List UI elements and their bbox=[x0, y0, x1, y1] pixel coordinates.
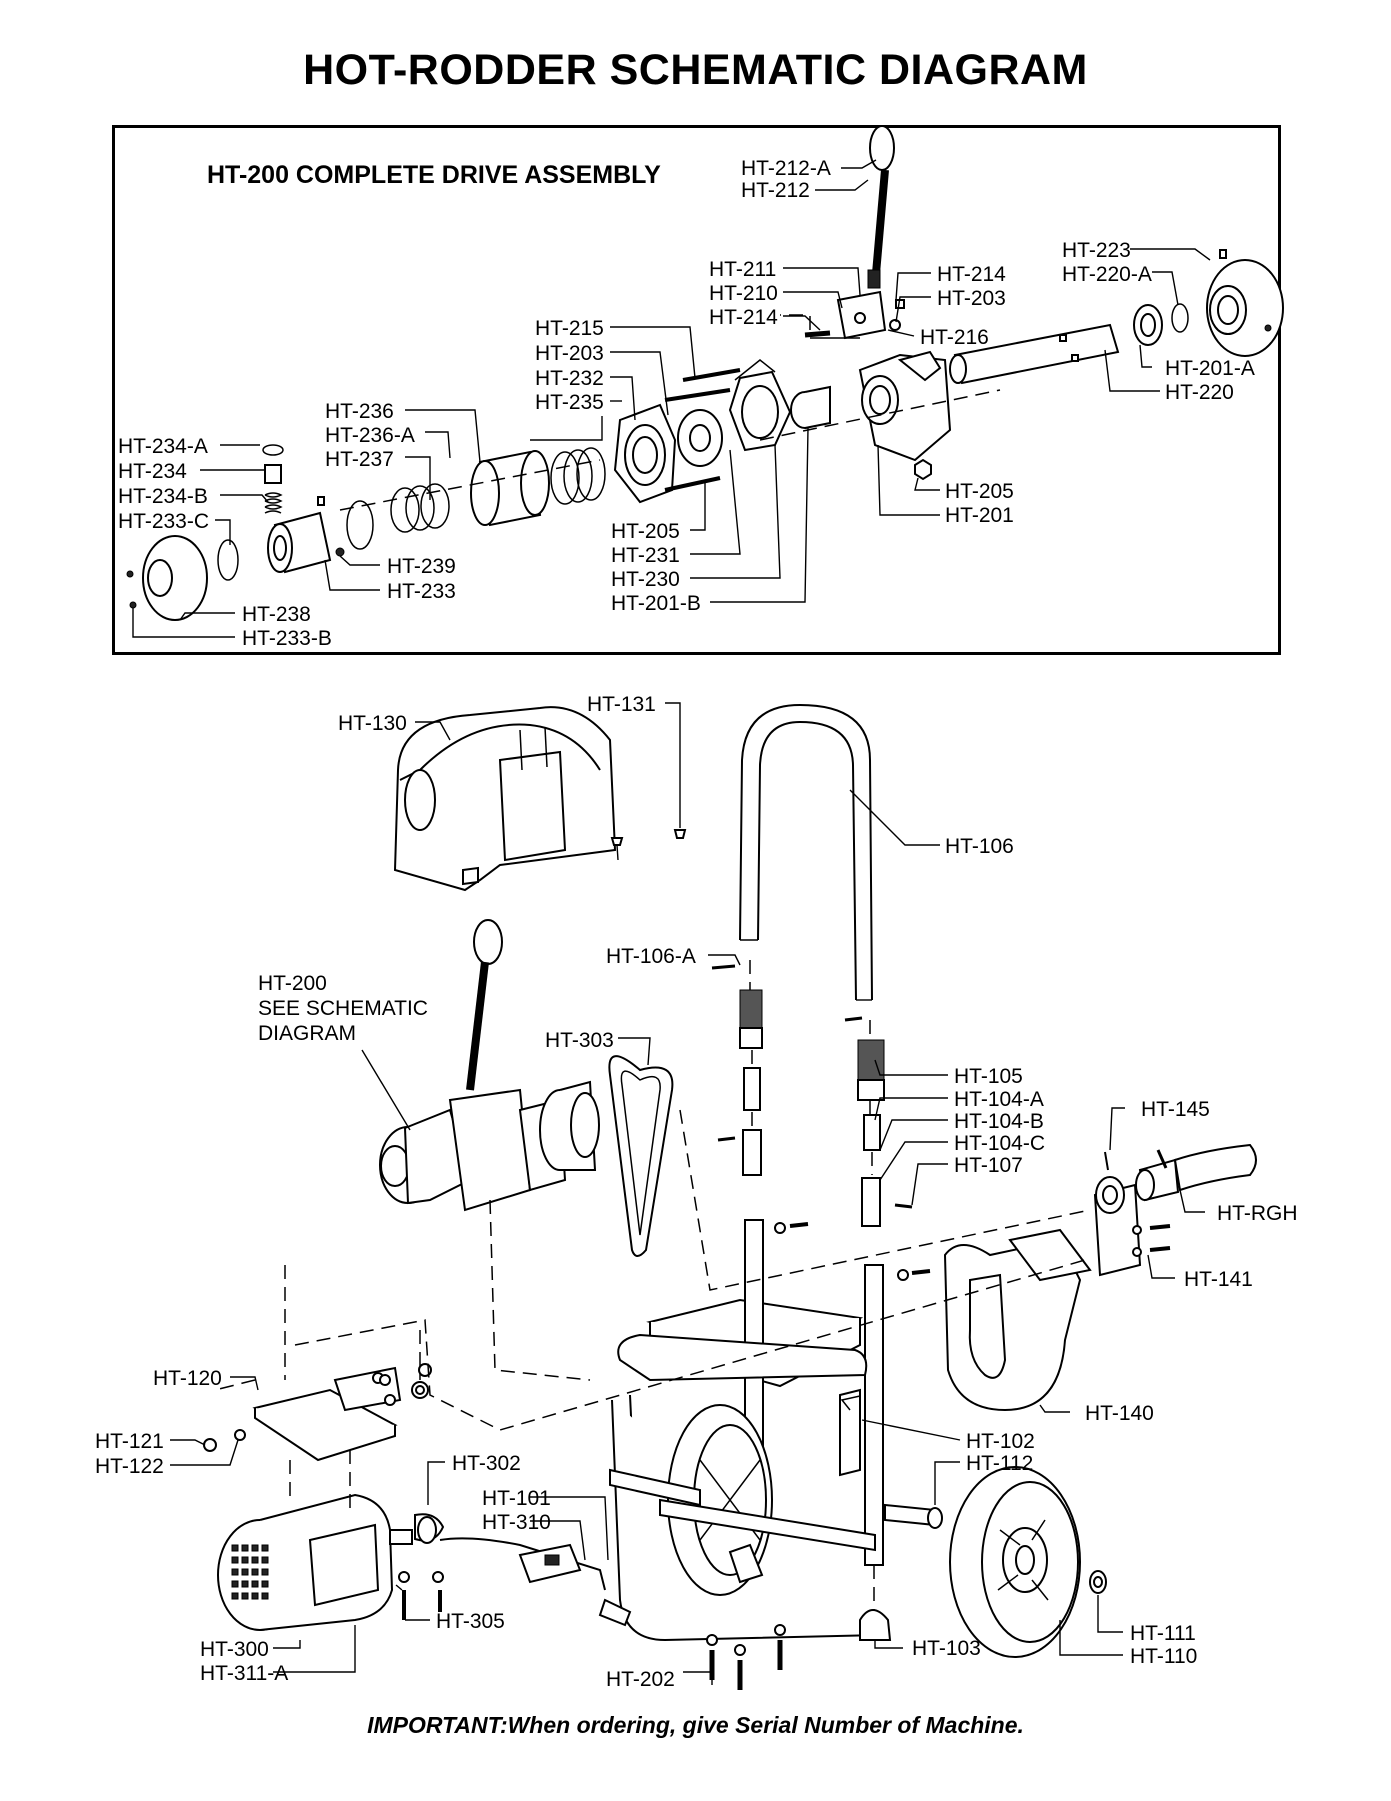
label-ht-238: HT-238 bbox=[242, 603, 311, 626]
label-ht-201-a: HT-201-A bbox=[1165, 357, 1255, 380]
motor-vent-grid bbox=[231, 1544, 269, 1600]
label-ht-145: HT-145 bbox=[1141, 1098, 1210, 1121]
upright-fittings bbox=[711, 960, 913, 1227]
label-ht-215: HT-215 bbox=[535, 317, 604, 340]
shift-lever bbox=[867, 125, 895, 289]
label-ht-202: HT-202 bbox=[606, 1668, 675, 1691]
label-ht-205-right: HT-205 bbox=[945, 480, 1014, 503]
label-ht-105: HT-105 bbox=[954, 1065, 1023, 1088]
label-ht-120: HT-120 bbox=[153, 1367, 222, 1390]
handle-part bbox=[739, 703, 873, 1001]
label-see-schematic: SEE SCHEMATIC bbox=[258, 997, 428, 1020]
label-ht-223: HT-223 bbox=[1062, 239, 1131, 262]
small-fasteners bbox=[379, 1222, 931, 1386]
cover-part bbox=[393, 706, 687, 892]
wheel-part bbox=[927, 1466, 1107, 1658]
motor-parts bbox=[203, 1265, 632, 1631]
label-ht-233-c: HT-233-C bbox=[118, 510, 209, 533]
drive-assembly-frame bbox=[112, 125, 1281, 655]
label-ht-234-a: HT-234-A bbox=[118, 435, 208, 458]
label-ht-104-a: HT-104-A bbox=[954, 1088, 1044, 1111]
label-ht-234: HT-234 bbox=[118, 460, 187, 483]
drive-assembly-parts bbox=[126, 125, 1284, 621]
label-ht-233: HT-233 bbox=[387, 580, 456, 603]
assembly-guide-lines bbox=[214, 1109, 1091, 1431]
hose-guide bbox=[943, 1143, 1257, 1412]
label-ht-210: HT-210 bbox=[709, 282, 778, 305]
label-ht-141: HT-141 bbox=[1184, 1268, 1253, 1291]
label-ht-212-a: HT-212-A bbox=[741, 157, 831, 180]
label-ht-220-a: HT-220-A bbox=[1062, 263, 1152, 286]
label-ht-140: HT-140 bbox=[1085, 1402, 1154, 1425]
label-ht-300: HT-300 bbox=[200, 1638, 269, 1661]
label-ht-214-left: HT-214 bbox=[709, 306, 778, 329]
label-ht-203-top: HT-203 bbox=[937, 287, 1006, 310]
label-ht-205-left: HT-205 bbox=[611, 520, 680, 543]
label-ht-121: HT-121 bbox=[95, 1430, 164, 1453]
label-ht-131: HT-131 bbox=[587, 693, 656, 716]
cart-frame bbox=[609, 1219, 936, 1642]
label-ht-235: HT-235 bbox=[535, 391, 604, 414]
drive-assembly-title: HT-200 COMPLETE DRIVE ASSEMBLY bbox=[207, 161, 661, 189]
label-ht-104-b: HT-104-B bbox=[954, 1110, 1044, 1133]
belt-part bbox=[608, 1055, 674, 1257]
label-ht-122: HT-122 bbox=[95, 1455, 164, 1478]
page-title: HOT-RODDER SCHEMATIC DIAGRAM bbox=[303, 46, 1088, 94]
ordering-note: IMPORTANT:When ordering, give Serial Num… bbox=[367, 1712, 1024, 1738]
label-ht-302: HT-302 bbox=[452, 1452, 521, 1475]
label-ht-201: HT-201 bbox=[945, 504, 1014, 527]
label-ht-237: HT-237 bbox=[325, 448, 394, 471]
label-diagram: DIAGRAM bbox=[258, 1022, 356, 1045]
label-ht-112: HT-112 bbox=[966, 1452, 1033, 1475]
label-ht-220: HT-220 bbox=[1165, 381, 1234, 404]
label-ht-200: HT-200 bbox=[258, 972, 327, 995]
label-ht-231: HT-231 bbox=[611, 544, 680, 567]
lower-leader-lines bbox=[170, 702, 1205, 1685]
label-ht-211: HT-211 bbox=[709, 258, 776, 281]
label-ht-214-right: HT-214 bbox=[937, 263, 1006, 286]
part-labels: HT-212-A HT-212 HT-211 HT-210 HT-214 HT-… bbox=[95, 157, 1298, 1691]
label-ht-239: HT-239 bbox=[387, 555, 456, 578]
label-ht-305: HT-305 bbox=[436, 1610, 505, 1633]
leader-lines bbox=[132, 159, 1211, 638]
label-ht-130: HT-130 bbox=[338, 712, 407, 735]
label-ht-216: HT-216 bbox=[920, 326, 989, 349]
label-ht-201-b: HT-201-B bbox=[611, 592, 701, 615]
label-ht-103: HT-103 bbox=[912, 1637, 981, 1660]
label-ht-102: HT-102 bbox=[966, 1430, 1035, 1453]
label-ht-310: HT-310 bbox=[482, 1511, 551, 1534]
label-ht-106-a: HT-106-A bbox=[606, 945, 696, 968]
label-ht-236-a: HT-236-A bbox=[325, 424, 415, 447]
label-ht-107: HT-107 bbox=[954, 1154, 1023, 1177]
label-ht-203-mid: HT-203 bbox=[535, 342, 604, 365]
label-ht-111: HT-111 bbox=[1130, 1622, 1196, 1645]
label-ht-236: HT-236 bbox=[325, 400, 394, 423]
label-ht-101: HT-101 bbox=[482, 1487, 551, 1510]
drive-unit bbox=[379, 919, 600, 1212]
label-ht-104-c: HT-104-C bbox=[954, 1132, 1045, 1155]
label-ht-212: HT-212 bbox=[741, 179, 810, 202]
label-ht-rgh: HT-RGH bbox=[1217, 1202, 1298, 1225]
label-ht-230: HT-230 bbox=[611, 568, 680, 591]
label-ht-110: HT-110 bbox=[1130, 1645, 1197, 1668]
label-ht-311-a: HT-311-A bbox=[200, 1662, 288, 1685]
label-ht-232: HT-232 bbox=[535, 367, 604, 390]
label-ht-234-b: HT-234-B bbox=[118, 485, 208, 508]
frame-bolts bbox=[706, 1624, 786, 1690]
label-ht-303: HT-303 bbox=[545, 1029, 614, 1052]
label-ht-233-b: HT-233-B bbox=[242, 627, 332, 650]
label-ht-106: HT-106 bbox=[945, 835, 1014, 858]
